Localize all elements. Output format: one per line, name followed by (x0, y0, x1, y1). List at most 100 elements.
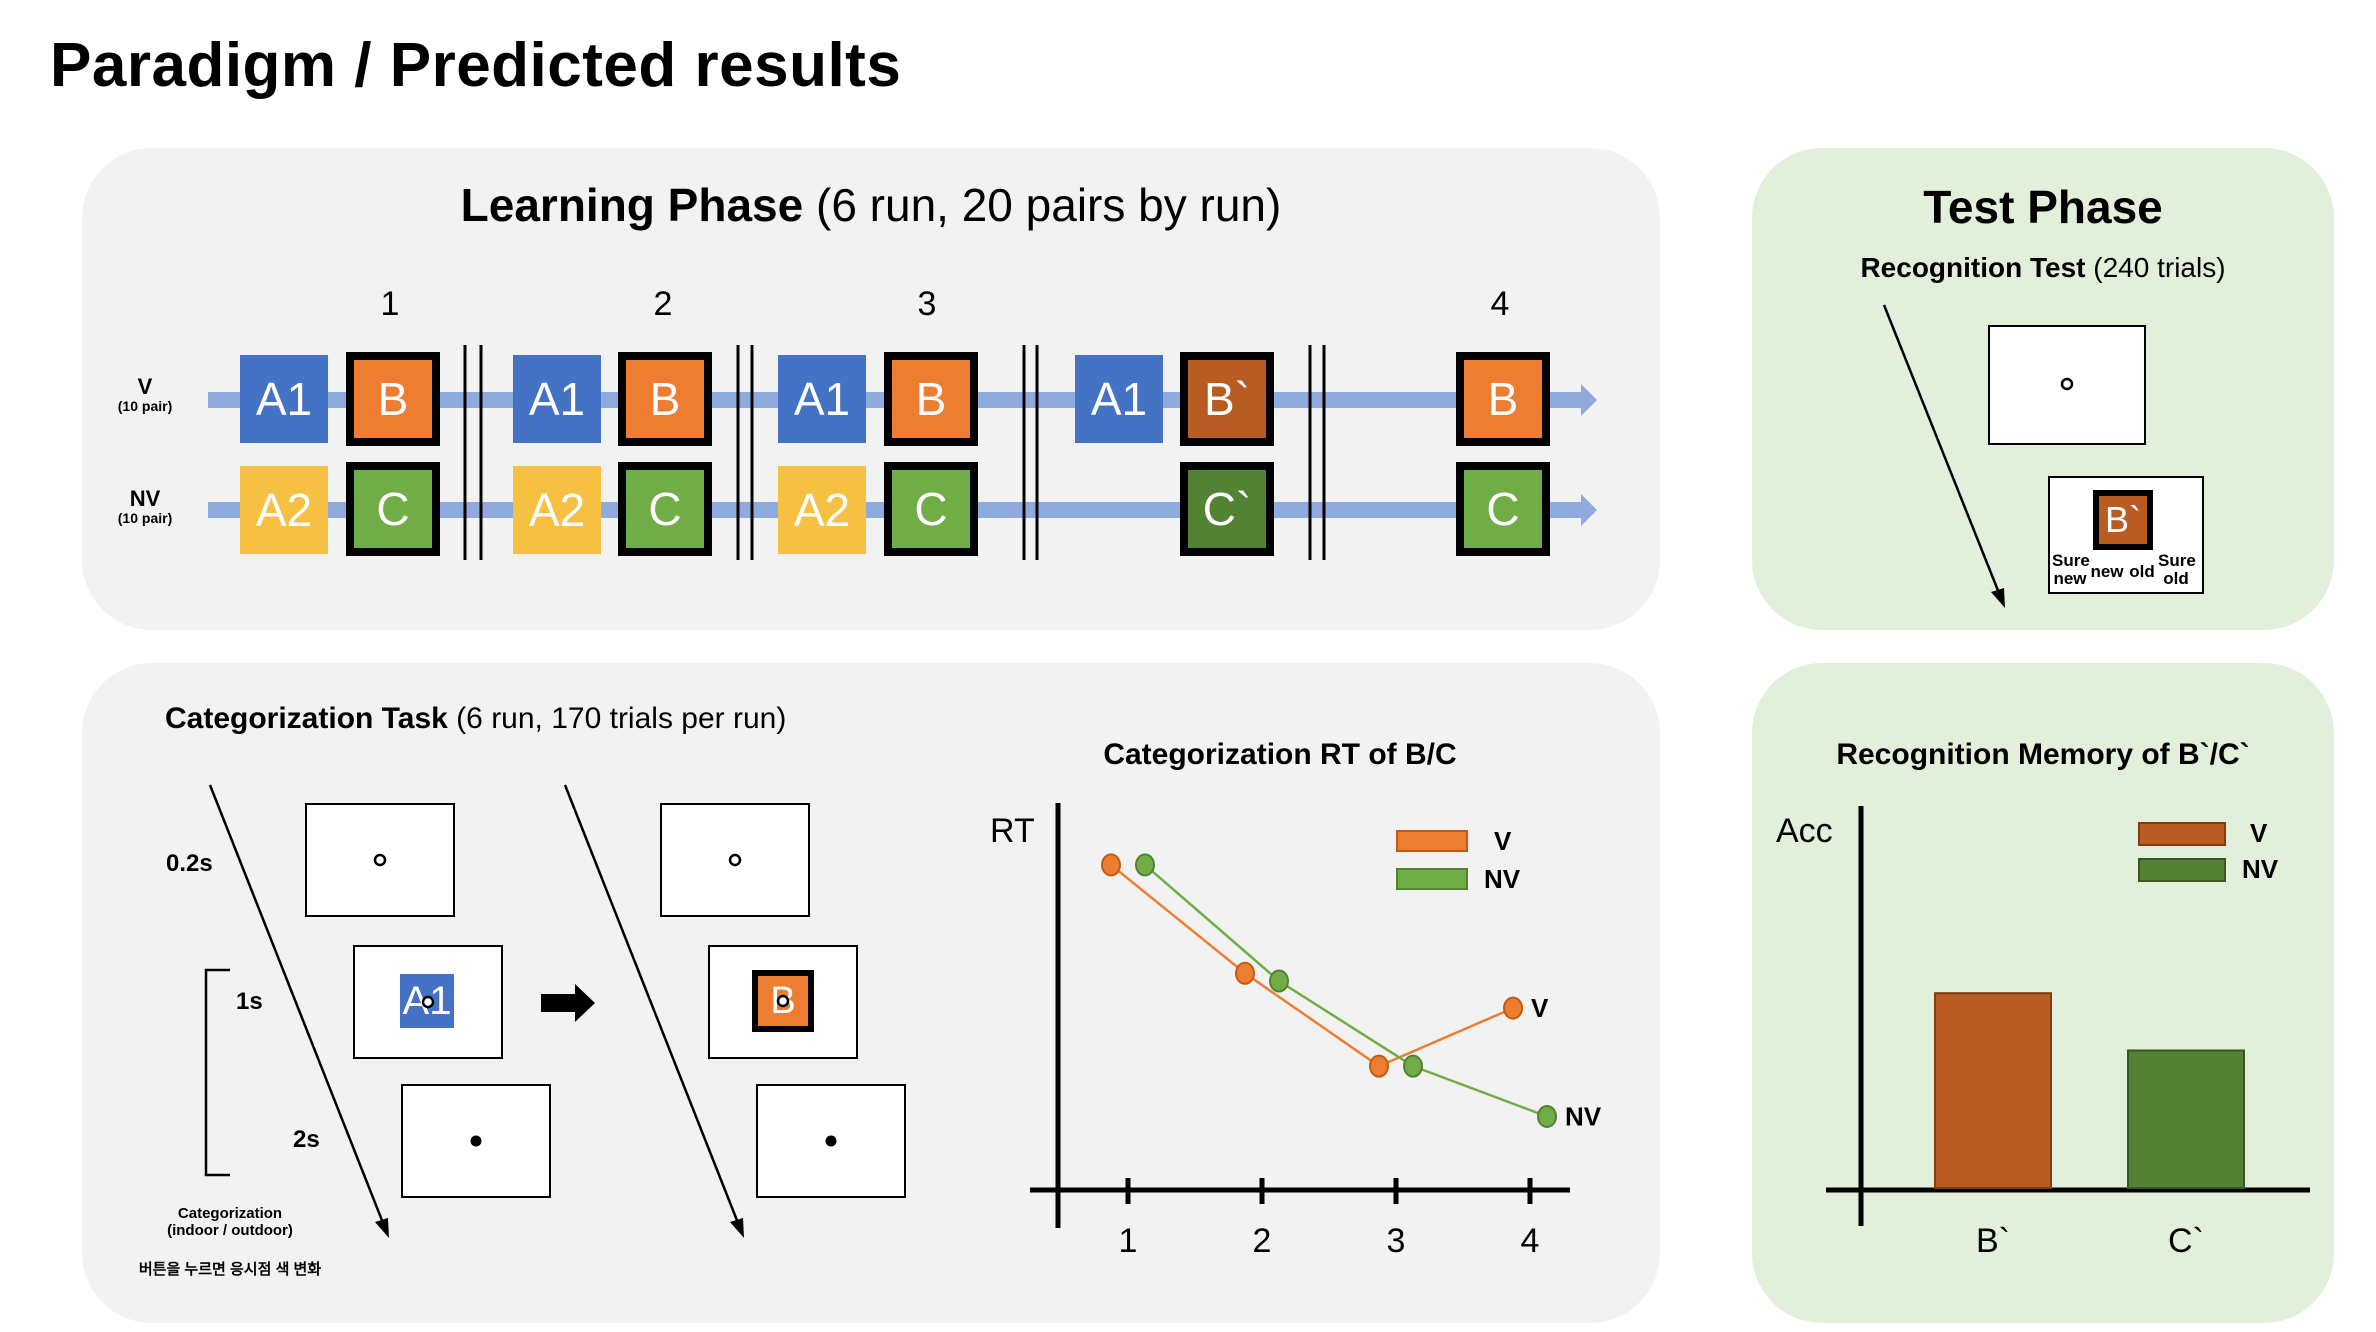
stim-a1-step2: A1 (513, 355, 601, 443)
row-label-v-text: V (137, 374, 153, 399)
scale-sure-new: Sure new (2052, 551, 2090, 588)
stim-c-step2: C (618, 462, 712, 556)
timing-fixation: 0.2s (166, 850, 213, 877)
rt-x-tick-label-2: 2 (1253, 1222, 1272, 1260)
row-label-nv-text: NV (129, 486, 161, 511)
rt-point-nv-2 (1269, 969, 1289, 993)
rt-chart-title: Categorization RT of B/C (1103, 738, 1457, 771)
rt-point-nv-4 (1537, 1104, 1557, 1128)
rec-legend-nv-swatch (2138, 858, 2226, 882)
step-number-3: 3 (917, 285, 937, 323)
step-number-1: 1 (380, 285, 400, 323)
step-number-4: 4 (1490, 285, 1510, 323)
fixation-dot-left-3 (470, 1135, 482, 1147)
stim-c-step1: C (346, 462, 440, 556)
fixation-dot-left-2 (421, 995, 435, 1009)
rt-x-tick-label-4: 4 (1521, 1222, 1540, 1260)
test-time-arrow (1882, 304, 2003, 599)
cat-time-arrow-right (563, 784, 742, 1229)
rt-point-v-1 (1101, 853, 1121, 877)
fixation-dot-right-1 (728, 853, 742, 867)
timing-stimulus: 1s (236, 988, 263, 1015)
rt-series-label-v: V (1531, 993, 1549, 1023)
rt-series-line-v (1110, 863, 1514, 1068)
rt-legend-v-swatch (1396, 830, 1468, 852)
categorization-title-bold: Categorization Task (165, 702, 448, 735)
rt-legend-nv-label: NV (1484, 864, 1521, 894)
fixation-dot-right-3 (825, 1135, 837, 1147)
page-title: Paradigm / Predicted results (50, 31, 902, 100)
arrowhead-v (1581, 384, 1597, 416)
rt-x-tick-label-3: 3 (1387, 1222, 1406, 1260)
learning-phase-title: Learning Phase (6 run, 20 pairs by run) (82, 178, 1660, 232)
cat-note-1: Categorization (177, 1205, 283, 1222)
test-subtitle-bold: Recognition Test (1860, 252, 2086, 283)
stim-c-step3: C (884, 462, 978, 556)
rec-legend-v-label: V (2250, 818, 2268, 848)
rt-legend-nv-swatch (1396, 868, 1468, 890)
categorization-title-rest: (6 run, 170 trials per run) (447, 702, 787, 735)
rt-series-line-nv (1144, 863, 1548, 1118)
stim-a1-step4: A1 (1075, 355, 1163, 443)
row-label-v-sub: (10 pair) (117, 398, 173, 414)
rt-point-nv-3 (1403, 1054, 1423, 1078)
row-label-v: V (10 pair) (110, 374, 180, 415)
fixation-dot-right-2 (776, 994, 790, 1008)
stim-b-test: B (1456, 352, 1550, 446)
test-time-arrowhead (1991, 588, 2005, 608)
stim-b-prime: B` (1180, 352, 1274, 446)
scale-old: old (2129, 562, 2155, 581)
step-number-2: 2 (653, 285, 673, 323)
cat-time-arrow-left (208, 784, 387, 1229)
cat-note-2: (indoor / outdoor) (167, 1222, 293, 1239)
cat-time-arrowhead-left (375, 1218, 389, 1238)
timing-response: 2s (293, 1126, 320, 1153)
rt-chart-ylabel: RT (990, 812, 1035, 850)
stim-a2-step3: A2 (778, 466, 866, 554)
cat-note-3: 버튼을 누르면 응시점 색 변화 (138, 1261, 322, 1278)
scale-new: new (2090, 562, 2124, 581)
rec-x-tick-label-0: B` (1976, 1222, 2010, 1260)
cat-time-arrowhead-right (730, 1218, 744, 1238)
arrowhead-nv (1581, 494, 1597, 526)
test-fixation-dot (2060, 377, 2074, 391)
categorization-title: Categorization Task (6 run, 170 trials p… (165, 702, 786, 736)
stim-a2-step1: A2 (240, 466, 328, 554)
stim-a1-step3: A1 (778, 355, 866, 443)
fixation-dot-left-1 (373, 853, 387, 867)
learning-phase-panel (82, 148, 1660, 630)
rt-point-nv-1 (1135, 853, 1155, 877)
rec-legend-v-swatch (2138, 822, 2226, 846)
rec-bar-nv (2127, 1049, 2245, 1189)
test-subtitle-rest: (240 trials) (2085, 252, 2226, 283)
test-stim-b-prime: B` (2093, 490, 2153, 550)
rt-legend-v-label: V (1494, 826, 1512, 856)
learning-phase-title-rest: (6 run, 20 pairs by run) (803, 179, 1282, 231)
cat-left-stimulus-screen (353, 945, 503, 1059)
stim-b-step2: B (618, 352, 712, 446)
sequence-arrow-icon (541, 984, 595, 1022)
stim-b-step3: B (884, 352, 978, 446)
rec-x-tick-label-1: C` (2168, 1222, 2204, 1260)
test-phase-subtitle: Recognition Test (240 trials) (1752, 252, 2334, 284)
scale-sure-old: Sure old (2158, 551, 2196, 588)
rt-x-tick-label-1: 1 (1119, 1222, 1138, 1260)
rt-point-v-4 (1503, 996, 1523, 1020)
row-label-nv-sub: (10 pair) (117, 510, 173, 526)
rt-point-v-2 (1235, 961, 1255, 985)
stim-b-step1: B (346, 352, 440, 446)
stim-c-test: C (1456, 462, 1550, 556)
rt-point-v-3 (1369, 1054, 1389, 1078)
stim-c-prime: C` (1180, 462, 1274, 556)
rec-chart-title: Recognition Memory of B`/C` (1836, 738, 2250, 771)
learning-phase-title-bold: Learning Phase (460, 179, 804, 231)
test-phase-title: Test Phase (1923, 181, 2163, 233)
rt-series-label-nv: NV (1565, 1101, 1602, 1131)
rec-bar-v (1934, 992, 2052, 1189)
